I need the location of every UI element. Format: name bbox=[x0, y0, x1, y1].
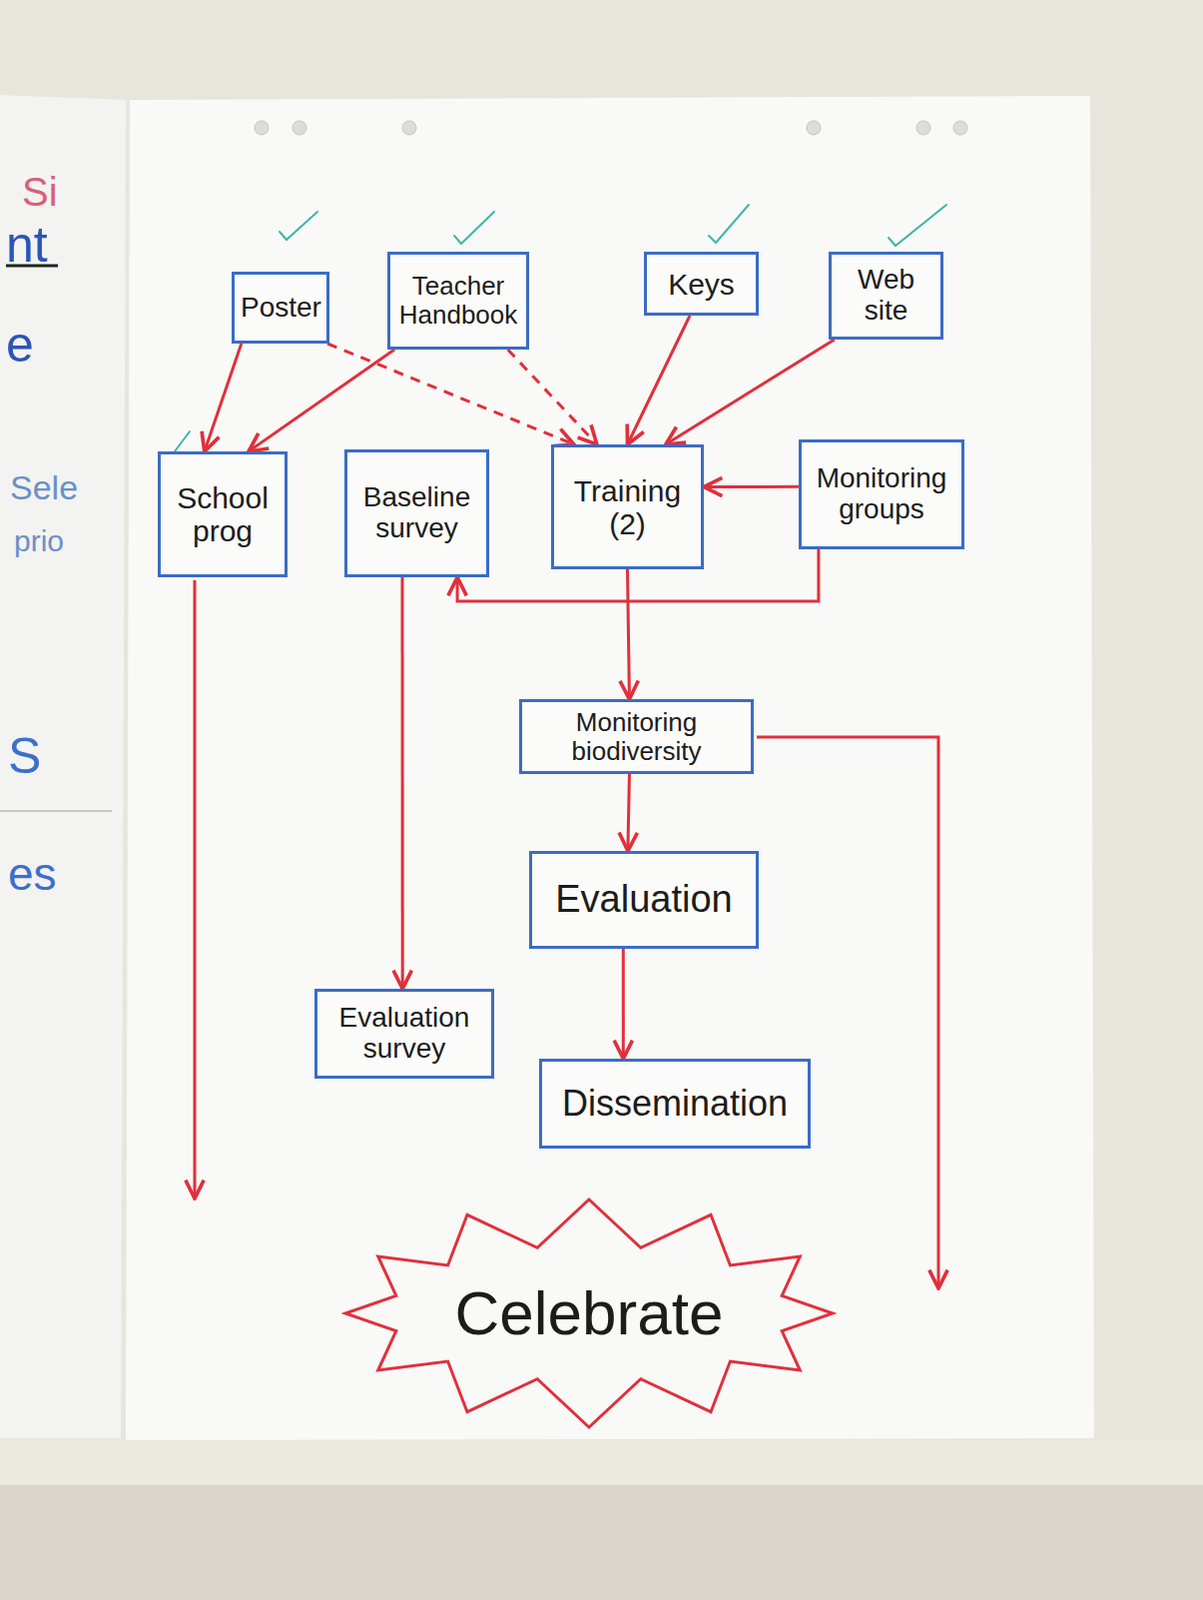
process-box: Web site bbox=[828, 251, 944, 340]
flow-arrow bbox=[508, 349, 598, 445]
sheet-fragment: nt bbox=[5, 217, 48, 273]
process-box: Keys bbox=[643, 251, 759, 316]
flow-arrow bbox=[703, 485, 799, 489]
celebration-burst: Celebrate bbox=[339, 1193, 839, 1433]
flipchart-sheet bbox=[125, 95, 1095, 1440]
process-box: Evaluation survey bbox=[314, 988, 495, 1079]
flow-arrow bbox=[248, 349, 395, 452]
loose-arrows bbox=[194, 580, 939, 1288]
flow-arrow bbox=[204, 343, 242, 452]
punch-holes bbox=[254, 120, 968, 135]
side-sheet bbox=[0, 94, 126, 1438]
node-text: Teacher Handbook bbox=[396, 271, 521, 329]
node-text: Evaluation survey bbox=[323, 1002, 486, 1065]
flow-arrow bbox=[627, 773, 630, 851]
process-box: Teacher Handbook bbox=[387, 251, 530, 350]
process-box: Dissemination bbox=[539, 1058, 811, 1149]
flow-arrow bbox=[627, 569, 630, 699]
node-text: Web site bbox=[837, 264, 935, 327]
node-text: Keys bbox=[652, 267, 750, 301]
flow-arrow bbox=[665, 339, 835, 445]
process-box: Poster bbox=[231, 271, 330, 344]
sheet-rule bbox=[0, 809, 112, 812]
process-box: Monitoring biodiversity bbox=[519, 698, 754, 774]
node-text: School prog bbox=[166, 481, 279, 548]
node-text: Monitoring biodiversity bbox=[528, 707, 745, 765]
sheet-fragment: Sele bbox=[9, 469, 78, 507]
sheet-fragment: es bbox=[7, 848, 57, 900]
flow-arrow bbox=[401, 577, 405, 989]
sheet-fragment: S bbox=[7, 728, 41, 784]
node-text: Poster bbox=[240, 292, 321, 324]
sheet-fragment: e bbox=[5, 317, 34, 373]
node-text: Monitoring groups bbox=[807, 463, 956, 526]
node-text: Baseline survey bbox=[353, 482, 481, 545]
sheet-fragment: Si bbox=[21, 169, 58, 214]
check-marks bbox=[174, 204, 947, 452]
flow-arrow bbox=[327, 343, 575, 445]
flow-arrow bbox=[621, 948, 625, 1059]
flow-arrow bbox=[627, 315, 691, 445]
process-box: Baseline survey bbox=[344, 449, 490, 578]
node-text: Training (2) bbox=[560, 474, 695, 541]
sheet-fragment: prio bbox=[13, 524, 64, 558]
node-text: Dissemination bbox=[548, 1083, 802, 1124]
process-box: Monitoring groups bbox=[798, 439, 965, 550]
ledge-shadow bbox=[0, 1484, 1203, 1600]
node-text: Celebrate bbox=[339, 1278, 839, 1347]
process-box: Training (2) bbox=[551, 444, 704, 570]
ledge bbox=[0, 1439, 1203, 1485]
process-box: School prog bbox=[157, 451, 288, 578]
node-text: Evaluation bbox=[538, 878, 750, 921]
process-box: Evaluation bbox=[529, 850, 759, 949]
